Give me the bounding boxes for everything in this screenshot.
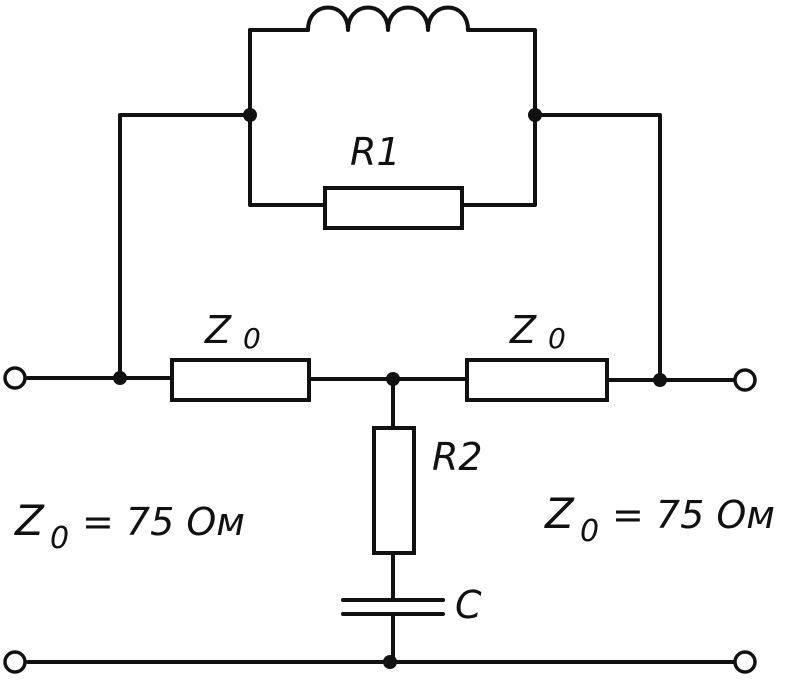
wire-top-left-vertical (248, 28, 327, 207)
eq-right-value: = 75 Ом (612, 493, 775, 537)
resistor-z0-left (170, 358, 311, 402)
eq-right-sub: 0 (580, 514, 599, 549)
terminal-output-top (733, 368, 757, 392)
junction-top-left (243, 108, 257, 122)
terminal-output-bottom (733, 650, 757, 674)
label-r2: R2 (432, 435, 483, 479)
eq-right-z: Z (544, 489, 575, 538)
eq-left-z: Z (14, 496, 45, 545)
junction-right (653, 373, 667, 387)
eq-left-sub: 0 (50, 521, 69, 556)
inductor-coil (306, 5, 470, 32)
resistor-r1 (323, 186, 464, 230)
resistor-z0-right (465, 358, 609, 402)
label-z0-left: Z (204, 308, 232, 352)
label-r1: R1 (350, 130, 401, 174)
label-z0-right: Z (509, 308, 537, 352)
eq-left-value: = 75 Ом (82, 500, 245, 544)
junction-ground (383, 655, 397, 669)
wire-bridge-left (118, 113, 252, 380)
label-z0-left-sub: 0 (243, 322, 261, 355)
wire-bridge-right (533, 113, 662, 382)
terminal-input-bottom (3, 650, 27, 674)
resistor-r2 (372, 426, 416, 555)
terminal-input-top (3, 366, 27, 390)
label-z0-right-sub: 0 (548, 322, 566, 355)
wire-top-inductor-right (460, 28, 537, 207)
junction-center (386, 372, 400, 386)
junction-left (113, 371, 127, 385)
label-c: C (455, 583, 482, 627)
junction-top-right (528, 108, 542, 122)
